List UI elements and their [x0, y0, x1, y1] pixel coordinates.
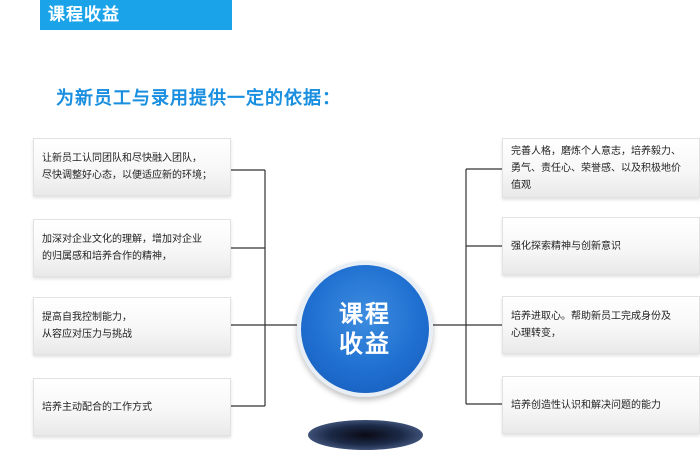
benefit-text: 培养创造性认识和解决问题的能力 [511, 399, 661, 411]
section-title-bar: 课程收益 [40, 0, 232, 30]
center-label-line2: 收益 [339, 330, 391, 358]
circle-shadow-ellipse [308, 420, 423, 450]
center-label-line1: 课程 [339, 300, 391, 328]
left-benefit-box-4: 培养主动配合的工作方式 [33, 378, 231, 436]
benefit-text: 心理转变， [511, 328, 561, 339]
benefit-text: 勇气、责任心、荣誉感、以及积极地价 [511, 162, 681, 174]
benefit-text: 培养主动配合的工作方式 [42, 401, 152, 413]
right-benefit-box-1: 完善人格，磨炼个人意志，培养毅力、 勇气、责任心、荣誉感、以及积极地价 值观 [502, 138, 700, 198]
benefit-text: 加深对企业文化的理解，增加对企业 [42, 234, 202, 245]
section-title: 课程收益 [48, 5, 120, 25]
left-benefit-box-3: 提高自我控制能力， 从容应对压力与挑战 [33, 297, 231, 355]
benefit-text: 从容应对压力与挑战 [42, 329, 132, 340]
benefit-text: 提高自我控制能力， [42, 312, 132, 323]
left-benefit-box-2: 加深对企业文化的理解，增加对企业 的归属感和培养合作的精神， [33, 219, 231, 277]
right-benefit-box-2: 强化探索精神与创新意识 [502, 217, 700, 275]
left-benefit-box-1: 让新员工认同团队和尽快融入团队， 尽快调整好心态，以便适应新的环境； [33, 138, 231, 196]
benefit-text: 尽快调整好心态，以便适应新的环境； [42, 170, 212, 181]
benefit-text: 培养进取心。帮助新员工完成身份及 [511, 311, 671, 322]
right-benefit-box-3: 培养进取心。帮助新员工完成身份及 心理转变， [502, 296, 700, 354]
right-benefit-box-4: 培养创造性认识和解决问题的能力 [502, 376, 700, 434]
benefit-text: 的归属感和培养合作的精神， [42, 251, 172, 262]
benefit-text: 值观 [511, 179, 531, 191]
benefit-text: 让新员工认同团队和尽快融入团队， [42, 153, 202, 164]
benefit-text: 强化探索精神与创新意识 [511, 240, 621, 252]
subtitle: 为新员工与录用提供一定的依据： [56, 88, 341, 109]
center-circle: 课程 收益 [297, 261, 433, 397]
benefit-text: 完善人格，磨炼个人意志，培养毅力、 [511, 145, 681, 157]
